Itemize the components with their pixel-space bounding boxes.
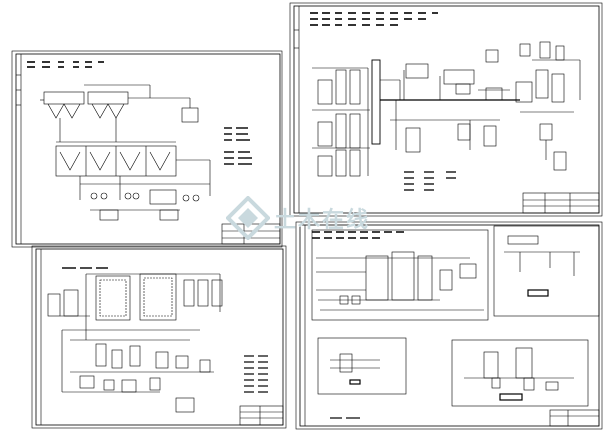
sheet-bottom-left bbox=[31, 245, 287, 429]
sheet-top-left bbox=[11, 50, 283, 248]
sheet-top-right bbox=[289, 2, 603, 217]
watermark-text: 土木在线 bbox=[274, 208, 371, 233]
diamond-logo-icon bbox=[225, 195, 271, 241]
sheet-bottom-right bbox=[295, 221, 603, 430]
watermark: 土木在线 bbox=[225, 195, 426, 246]
